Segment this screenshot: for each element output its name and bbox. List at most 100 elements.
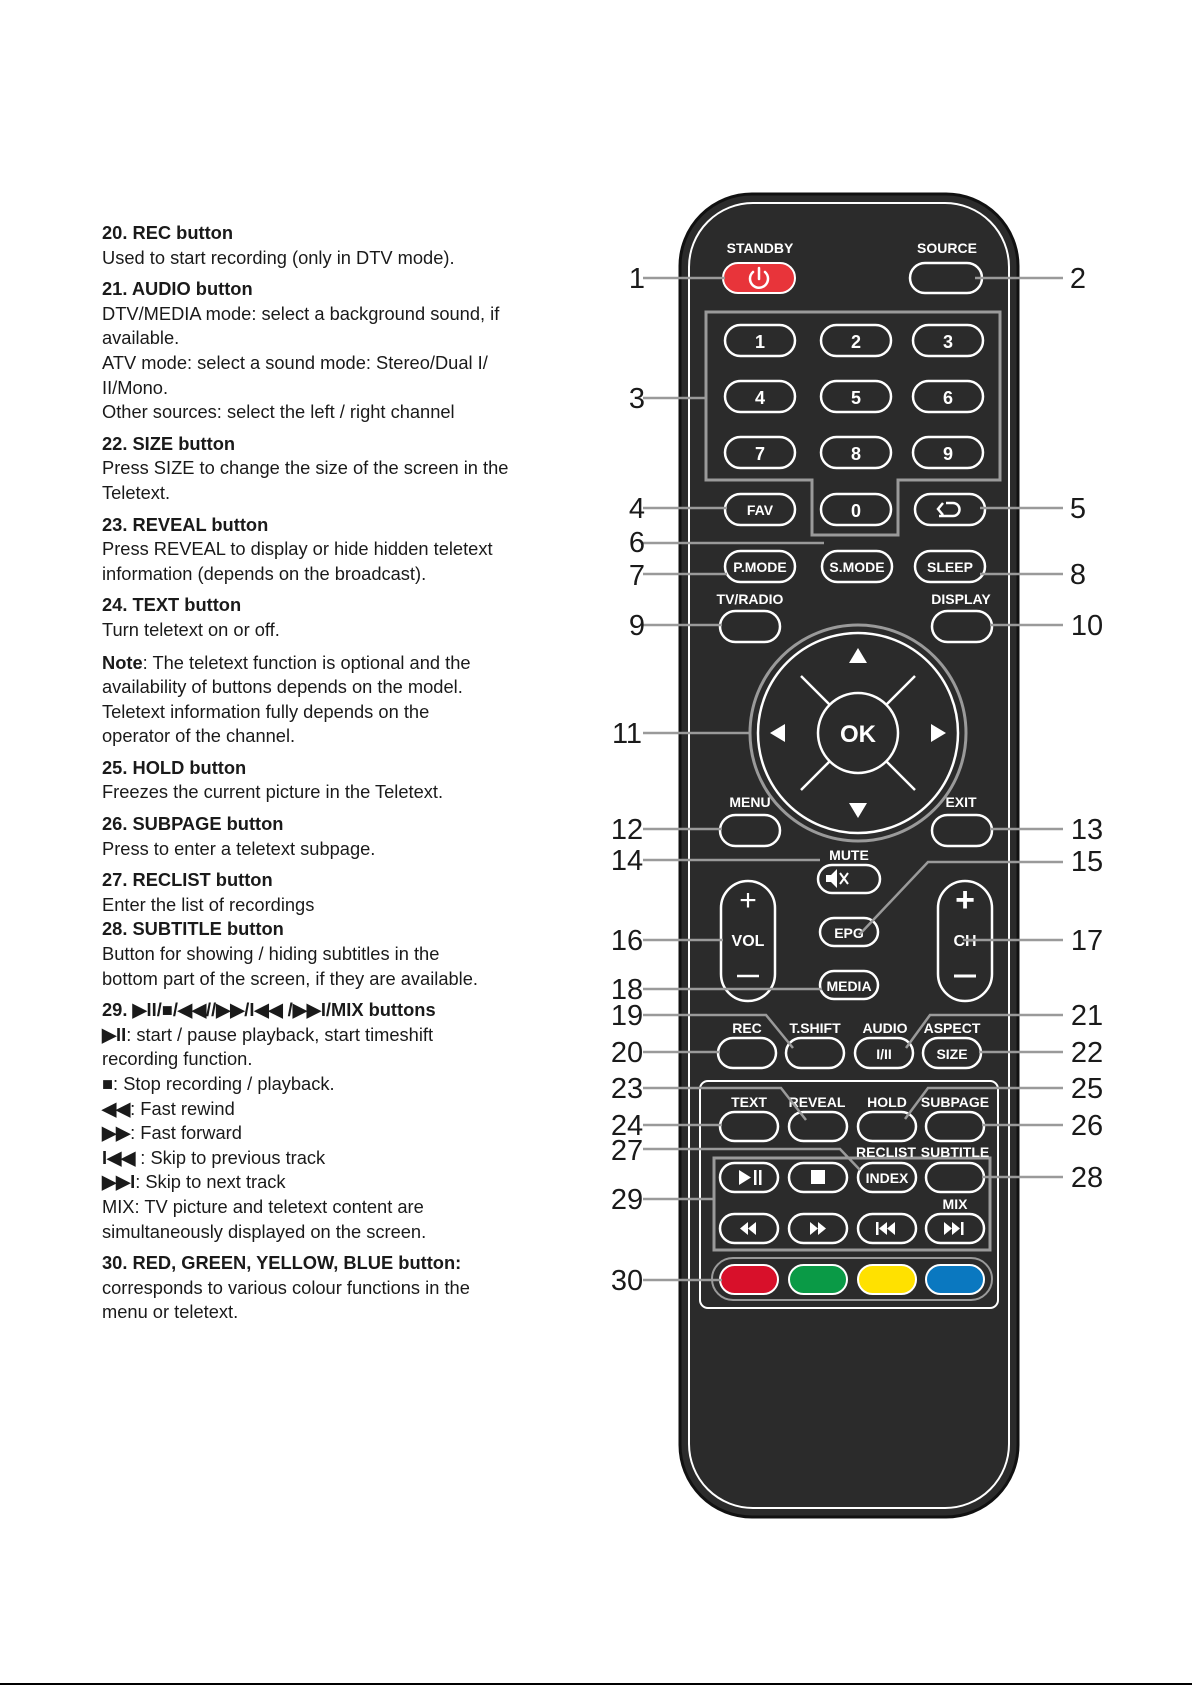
subtitle-button[interactable] bbox=[924, 1161, 986, 1194]
size-button[interactable]: SIZE bbox=[921, 1036, 983, 1070]
playback-item-2: recording function. bbox=[102, 1048, 253, 1070]
desc-audio-line-5: Other sources: select the left / right c… bbox=[102, 401, 455, 423]
label-display: DISPLAY bbox=[931, 591, 991, 607]
return-icon bbox=[936, 501, 961, 518]
digit-label: 3 bbox=[943, 332, 953, 352]
desc-color-line-1: corresponds to various colour functions … bbox=[102, 1276, 470, 1298]
play-pause-icon bbox=[739, 1170, 751, 1185]
menu-button[interactable] bbox=[718, 813, 782, 848]
previous-track-button[interactable] bbox=[856, 1212, 918, 1245]
up-arrow-icon[interactable] bbox=[849, 648, 867, 663]
callout-7: 7 bbox=[629, 560, 645, 592]
blue-button[interactable] bbox=[925, 1264, 985, 1295]
callout-16: 16 bbox=[611, 925, 643, 957]
rewind-icon bbox=[740, 1222, 756, 1235]
source-button[interactable] bbox=[908, 261, 984, 295]
pmode-button[interactable]: P.MODE bbox=[723, 549, 797, 584]
index-button[interactable]: INDEX bbox=[856, 1161, 918, 1194]
digit-button-4[interactable]: 4 bbox=[723, 379, 797, 414]
hold-button[interactable] bbox=[856, 1110, 918, 1143]
media-button[interactable]: MEDIA bbox=[818, 969, 880, 1001]
fast-forward-button[interactable] bbox=[787, 1212, 849, 1245]
note-line-1: Note: The teletext function is optional … bbox=[102, 651, 542, 676]
heading-color-buttons: 30. RED, GREEN, YELLOW, BLUE button: bbox=[102, 1252, 462, 1274]
smode-button[interactable]: S.MODE bbox=[820, 549, 894, 584]
digit-button-1[interactable]: 1 bbox=[723, 323, 797, 358]
playback-group-outline bbox=[712, 1156, 992, 1252]
left-arrow-icon[interactable] bbox=[770, 724, 785, 742]
heading-reveal: 23. REVEAL button bbox=[102, 513, 269, 535]
label-menu: MENU bbox=[729, 794, 770, 810]
rec-button[interactable] bbox=[716, 1036, 778, 1070]
digit-label: 0 bbox=[851, 501, 861, 521]
callout-29: 29 bbox=[611, 1184, 643, 1216]
callout-15: 15 bbox=[1071, 846, 1103, 878]
yellow-button[interactable] bbox=[857, 1264, 917, 1295]
desc-audio-line-1: DTV/MEDIA mode: select a background soun… bbox=[102, 302, 500, 324]
epg-button[interactable]: EPG bbox=[818, 916, 880, 948]
digit-button-9[interactable]: 9 bbox=[911, 435, 985, 470]
digit-button-7[interactable]: 7 bbox=[723, 435, 797, 470]
heading-reclist: 27. RECLIST button bbox=[102, 869, 273, 891]
standby-button[interactable] bbox=[722, 262, 796, 294]
note-line-2: availability of buttons depends on the m… bbox=[102, 676, 463, 698]
volume-rocker[interactable]: + VOL bbox=[719, 879, 777, 1003]
desc-audio-line-3: ATV mode: select a sound mode: Stereo/Du… bbox=[102, 351, 488, 373]
callout-8: 8 bbox=[1070, 559, 1086, 591]
digit-button-5[interactable]: 5 bbox=[819, 379, 893, 414]
forward-symbol: ▶▶ bbox=[102, 1122, 131, 1144]
digit-button-8[interactable]: 8 bbox=[819, 435, 893, 470]
digit-button-0[interactable]: 0 bbox=[819, 492, 893, 527]
label-source: SOURCE bbox=[917, 240, 977, 256]
text-button[interactable] bbox=[718, 1110, 780, 1143]
down-arrow-icon[interactable] bbox=[849, 803, 867, 818]
playback-item-text: : Skip to previous track bbox=[135, 1146, 326, 1168]
mute-button[interactable] bbox=[816, 863, 882, 895]
digit-button-3[interactable]: 3 bbox=[911, 323, 985, 358]
note-first: : The teletext function is optional and … bbox=[142, 651, 471, 673]
stop-symbol: ■ bbox=[102, 1073, 114, 1094]
rewind-symbol: ◀◀ bbox=[102, 1097, 131, 1119]
callout-28: 28 bbox=[1071, 1162, 1103, 1194]
display-button[interactable] bbox=[930, 609, 994, 644]
label-standby: STANDBY bbox=[727, 240, 794, 256]
next-track-icon bbox=[944, 1222, 964, 1235]
tvradio-button[interactable] bbox=[718, 609, 782, 644]
callout-14: 14 bbox=[611, 845, 643, 877]
digit-button-2[interactable]: 2 bbox=[819, 323, 893, 358]
audio-button[interactable]: I/II bbox=[853, 1036, 915, 1070]
heading-subpage: 26. SUBPAGE button bbox=[102, 813, 284, 835]
tshift-button[interactable] bbox=[784, 1036, 846, 1070]
label-reclist: RECLIST bbox=[856, 1144, 916, 1160]
volume-up-icon: + bbox=[739, 884, 757, 917]
callout-21: 21 bbox=[1071, 1000, 1103, 1032]
digit-button-6[interactable]: 6 bbox=[911, 379, 985, 414]
playback-item-6: I◀◀ : Skip to previous track bbox=[102, 1146, 542, 1171]
digit-label: 6 bbox=[943, 388, 953, 408]
exit-button[interactable] bbox=[930, 813, 994, 848]
rewind-button[interactable] bbox=[718, 1212, 780, 1245]
right-arrow-icon[interactable] bbox=[931, 724, 946, 742]
desc-subpage-line-1: Press to enter a teletext subpage. bbox=[102, 837, 376, 859]
subpage-button[interactable] bbox=[924, 1110, 986, 1143]
play-pause-button[interactable] bbox=[718, 1161, 780, 1194]
red-button[interactable] bbox=[719, 1264, 779, 1295]
fav-button[interactable]: FAV bbox=[723, 492, 797, 527]
sleep-button[interactable]: SLEEP bbox=[913, 549, 987, 584]
green-button[interactable] bbox=[788, 1264, 848, 1295]
reveal-button[interactable] bbox=[787, 1110, 849, 1143]
next-track-mix-button[interactable] bbox=[924, 1212, 986, 1245]
stop-button[interactable] bbox=[787, 1161, 849, 1194]
heading-rec: 20. REC button bbox=[102, 222, 234, 243]
channel-up-icon: + bbox=[955, 881, 975, 919]
desc-rec-line-1: Used to start recording (only in DTV mod… bbox=[102, 246, 455, 268]
callout-6: 6 bbox=[629, 527, 645, 559]
return-button[interactable] bbox=[913, 492, 987, 527]
ok-button[interactable]: OK bbox=[840, 721, 877, 748]
heading-size: 22. SIZE button bbox=[102, 432, 236, 454]
callout-23: 23 bbox=[611, 1073, 643, 1105]
label-tvradio: TV/RADIO bbox=[717, 591, 784, 607]
callout-17: 17 bbox=[1071, 925, 1103, 957]
playback-item-9: simultaneously displayed on the screen. bbox=[102, 1220, 427, 1242]
